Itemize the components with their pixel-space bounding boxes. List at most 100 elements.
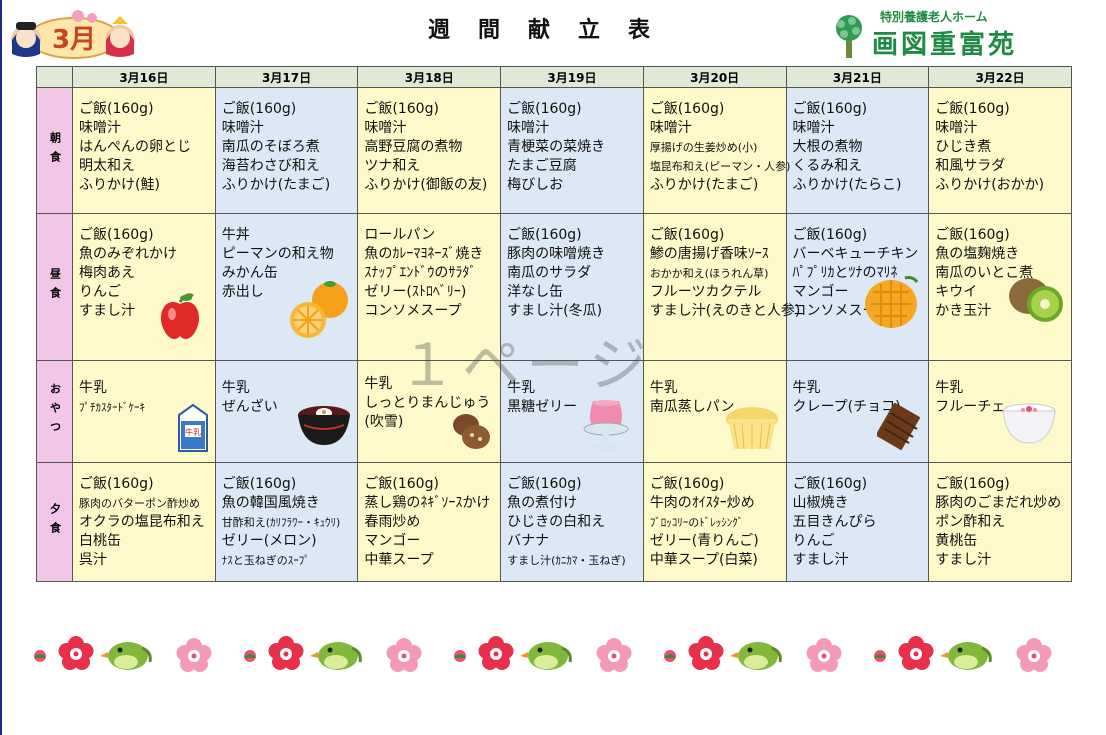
page-title: 週間献立表 <box>427 18 678 43</box>
menu-item: 蒸し鶏のﾈｷﾞｿｰｽかけ <box>364 495 491 511</box>
menu-item: 五目きんぴら <box>792 514 877 530</box>
menu-item: ご飯(160g) <box>792 476 868 492</box>
menu-cell: ご飯(160g) バーベキューチキン ﾊﾟﾌﾟﾘｶとﾂﾅのﾏﾘﾈ マンゴー コン… <box>785 213 930 361</box>
menu-cell: ご飯(160g) 豚肉のごまだれ炒め ポン酢和え 黄桃缶 すまし汁 <box>928 462 1072 582</box>
milk-carton-label: 牛乳 <box>185 427 201 437</box>
menu-item: 牛肉のｵｲｽﾀｰ炒め <box>649 495 755 511</box>
steamed-bun-icon <box>725 407 778 450</box>
menu-item: 山椒焼き <box>792 495 849 511</box>
zenzai-bowl-icon <box>297 406 350 445</box>
menu-item: ひじきの白和え <box>507 514 606 530</box>
menu-item: ご飯(160g) <box>507 227 582 243</box>
menu-item: ゼリー(メロン) <box>221 533 317 549</box>
menu-item: クレープ(チョコ) <box>792 399 901 415</box>
mango-icon <box>864 276 918 328</box>
menu-item: 牛丼 <box>221 227 250 243</box>
month-badge: 3月 <box>8 8 138 62</box>
menu-cell: 牛乳 南瓜蒸しパン <box>642 360 787 463</box>
weekly-menu-table: 3月16日 3月17日 3月18日 3月19日 3月20日 3月21日 3月22… <box>36 66 1072 582</box>
breakfast-row: 朝食 ご飯(160g) 味噌汁 はんぺんの卵とじ 明太和え ふりかけ(鮭) ご飯… <box>36 87 1072 214</box>
menu-cell: ご飯(160g) 魚の塩麹焼き 南瓜のいとこ煮 キウイ かき玉汁 <box>928 213 1072 361</box>
date-header: 3月21日 <box>785 66 930 88</box>
menu-item: ご飯(160g) <box>79 101 154 117</box>
menu-item: ピーマンの和え物 <box>221 246 334 262</box>
menu-cell: ご飯(160g) 牛肉のｵｲｽﾀｰ炒め ﾌﾞﾛｯｺﾘｰのﾄﾞﾚｯｼﾝｸﾞ ゼリー… <box>642 462 787 582</box>
jelly-dessert-icon <box>583 400 629 450</box>
apple-icon <box>160 293 200 339</box>
date-header: 3月17日 <box>214 66 359 88</box>
menu-item: フルーチェ <box>935 399 1006 415</box>
menu-item: 味噌汁 <box>79 120 121 136</box>
menu-item: ふりかけ(鮭) <box>79 177 160 193</box>
menu-item: 味噌汁 <box>364 120 407 136</box>
menu-item: 黄桃缶 <box>935 533 978 549</box>
menu-item: たまご豆腐 <box>507 158 577 174</box>
menu-item: 中華スープ(白菜) <box>649 552 758 568</box>
menu-item: 梅肉あえ <box>79 265 135 281</box>
meal-label-dinner: 夕食 <box>36 462 73 582</box>
organization-name: 画図重富苑 <box>872 30 1018 60</box>
menu-item: ふりかけ(御飯の友) <box>364 177 488 193</box>
menu-cell: ロールパン 魚のｶﾚｰﾏﾖﾈｰｽﾞ焼き ｽﾅｯﾌﾟｴﾝﾄﾞｳのｻﾗﾀﾞ ゼリー(… <box>357 213 502 361</box>
menu-item: ゼリー(青りんご) <box>649 533 759 549</box>
page-left-border <box>0 0 2 735</box>
menu-item: りんご <box>79 284 121 300</box>
menu-item: バナナ <box>507 533 550 549</box>
menu-item: 呉汁 <box>79 552 107 568</box>
corner-cell <box>36 66 73 88</box>
menu-item: 豚肉の味噌焼き <box>507 246 606 262</box>
menu-item: ふりかけ(たまご) <box>221 177 331 193</box>
menu-item: 和風サラダ <box>935 158 1006 174</box>
menu-item: 味噌汁 <box>649 120 692 136</box>
menu-item: 春雨炒め <box>364 514 421 530</box>
milk-carton-icon: 牛乳 <box>178 403 208 452</box>
menu-cell: 牛丼 ピーマンの和え物 みかん缶 赤出し <box>214 213 359 361</box>
menu-item: 牛乳 <box>935 380 964 396</box>
date-header: 3月20日 <box>642 66 787 88</box>
menu-item: 青梗菜の菜焼き <box>507 139 606 155</box>
menu-item: 豚肉のごまだれ炒め <box>935 495 1062 511</box>
menu-cell: ご飯(160g) 鯵の唐揚げ香味ｿｰｽ おかか和え(ほうれん草) フルーツカクテ… <box>642 213 801 361</box>
menu-item: おかか和え(ほうれん草) <box>649 267 769 280</box>
menu-item: ﾌﾞﾛｯｺﾘｰのﾄﾞﾚｯｼﾝｸﾞ <box>649 516 744 529</box>
menu-item: 牛乳 <box>221 380 250 396</box>
menu-item: ﾊﾟﾌﾟﾘｶとﾂﾅのﾏﾘﾈ <box>792 265 898 281</box>
menu-item: 魚の煮付け <box>507 495 578 511</box>
menu-cell: 牛乳 しっとりまんじゅう (吹雪) <box>357 360 502 463</box>
menu-item: ご飯(160g) <box>649 476 725 492</box>
date-header: 3月19日 <box>500 66 644 88</box>
menu-item: コンソメスープ <box>364 303 462 319</box>
menu-item: ﾅｽと玉ねぎのｽｰﾌﾟ <box>221 554 310 567</box>
menu-item: 甘酢和え(ｶﾘﾌﾗﾜｰ・ｷｭｳﾘ) <box>221 516 341 529</box>
menu-item: ご飯(160g) <box>935 227 1010 243</box>
menu-cell: ご飯(160g) 魚のみぞれかけ 梅肉あえ りんご すまし汁 <box>72 213 216 361</box>
menu-item: 梅びしお <box>507 177 564 193</box>
menu-item: りんご <box>792 533 835 549</box>
menu-cell: 牛乳 ぜんざい <box>214 360 359 463</box>
menu-item: 牛乳 <box>792 380 821 396</box>
menu-item: 南瓜蒸しパン <box>649 399 735 415</box>
menu-item: フルーツカクテル <box>649 284 762 300</box>
menu-item: 中華スープ <box>364 552 434 568</box>
menu-item: 魚のみぞれかけ <box>79 246 177 262</box>
menu-cell: ご飯(160g) 魚の煮付け ひじきの白和え バナナ すまし汁(ｶﾆｶﾏ・玉ねぎ… <box>500 462 644 582</box>
menu-item: ご飯(160g) <box>649 101 725 117</box>
chocolate-icon <box>876 403 920 451</box>
menu-cell: ご飯(160g) 味噌汁 南瓜のそぼろ煮 海苔わさび和え ふりかけ(たまご) <box>214 87 359 214</box>
menu-item: 赤出し <box>221 284 264 300</box>
menu-item: かき玉汁 <box>935 303 992 319</box>
menu-item: ご飯(160g) <box>364 101 439 117</box>
menu-item: 魚の韓国風焼き <box>221 495 320 511</box>
menu-item: マンゴー <box>364 533 421 549</box>
menu-item: ご飯(160g) <box>792 101 868 117</box>
menu-item: 味噌汁 <box>935 120 978 136</box>
menu-item: ふりかけ(おかか) <box>935 177 1045 193</box>
menu-item: ツナ和え <box>364 158 421 174</box>
menu-item: 黒糖ゼリー <box>507 399 578 415</box>
menu-item: 魚の塩麹焼き <box>935 246 1020 262</box>
menu-item: ご飯(160g) <box>507 476 582 492</box>
menu-item: ご飯(160g) <box>935 101 1010 117</box>
menu-item: 塩昆布和え(ピーマン・人参) <box>649 160 791 173</box>
menu-cell: ご飯(160g) 豚肉のバターポン酢炒め オクラの塩昆布和え 白桃缶 呉汁 <box>72 462 216 582</box>
menu-item: すまし汁(えのきと人参) <box>649 303 801 319</box>
